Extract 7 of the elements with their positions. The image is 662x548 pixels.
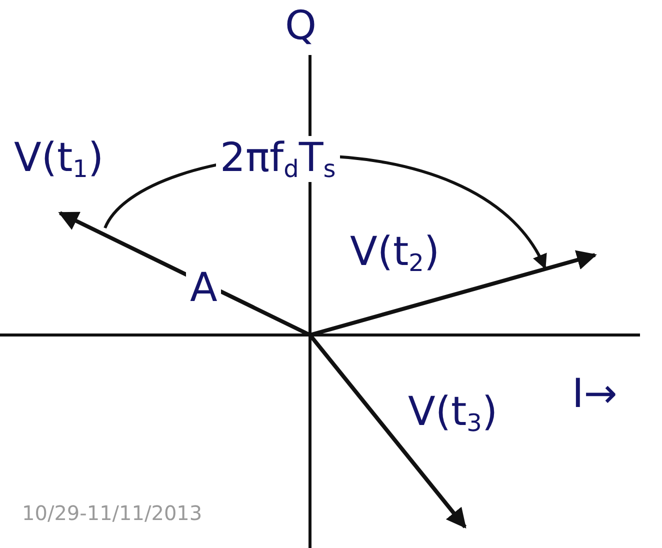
axis-label: V(t$_{1}$) bbox=[14, 136, 104, 182]
axis-label: 2πf$_{d}$T$_{s}$ bbox=[216, 136, 340, 182]
axis-label: Q bbox=[285, 4, 316, 48]
axis-label: I→ bbox=[572, 372, 618, 416]
axis-label: V(t$_{2}$) bbox=[350, 230, 440, 276]
date-text: 10/29-11/11/2013 bbox=[22, 502, 202, 524]
axis-label: V(t$_{3}$) bbox=[408, 390, 498, 436]
